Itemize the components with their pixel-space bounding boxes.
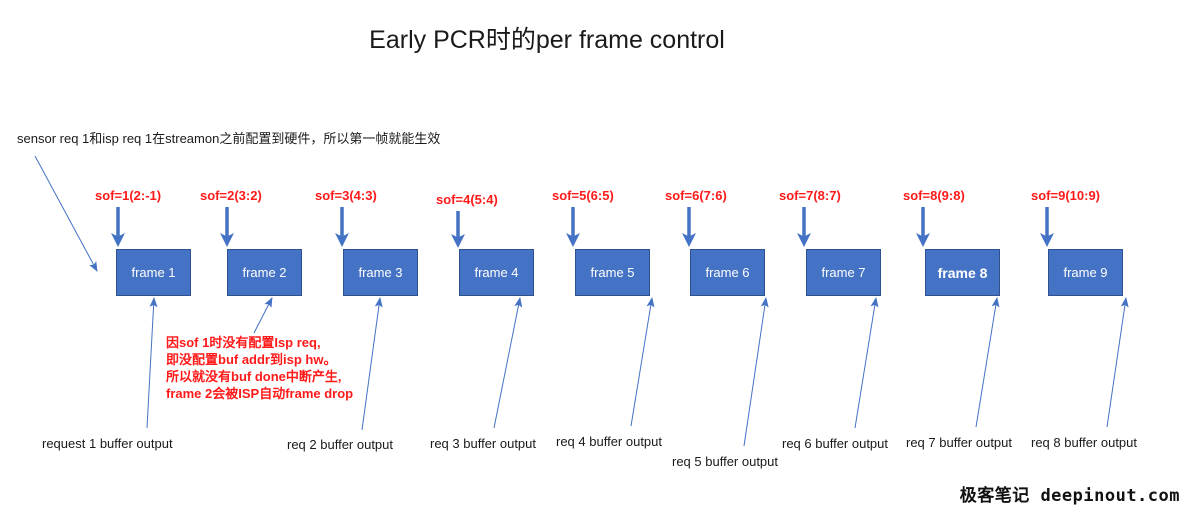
output-arrow [1106,297,1129,428]
sof-label: sof=9(10:9) [1031,188,1100,203]
frame-box: frame 7 [806,249,881,296]
watermark: 极客笔记 deepinout.com [959,486,1180,506]
sof-label: sof=1(2:-1) [95,188,162,203]
sof-label: sof=2(3:2) [200,188,262,203]
output-arrow [630,297,655,427]
callout-arrow [253,297,273,334]
frame-box: frame 9 [1048,249,1123,296]
callout-line: 所以就没有buf done中断产生, [166,369,342,384]
output-arrow [146,297,158,429]
sof-label: sof=5(6:5) [552,188,614,203]
frame-box: frame 2 [227,249,302,296]
callout-line: 即没配置buf addr到isp hw。 [166,352,337,367]
frame-box: frame 5 [575,249,650,296]
output-arrow [743,297,769,447]
sof-label: sof=6(7:6) [665,188,727,203]
sof-label: sof=7(8:7) [779,188,841,203]
output-label: req 8 buffer output [1031,435,1138,450]
output-arrow [361,297,383,431]
output-arrow [854,297,879,429]
callout-line: 因sof 1时没有配置Isp req, [166,335,321,350]
frame-box: frame 4 [459,249,534,296]
output-arrow [975,297,1000,428]
callout-text: 因sof 1时没有配置Isp req, 即没配置buf addr到isp hw。… [166,334,353,402]
frame-box: frame 3 [343,249,418,296]
frame-box: frame 6 [690,249,765,296]
frame-box: frame 1 [116,249,191,296]
callout-line: frame 2会被ISP自动frame drop [166,386,354,401]
output-label: req 7 buffer output [906,435,1013,450]
output-arrow [493,297,523,429]
diagram-title: Early PCR时的per frame control [369,26,725,54]
output-label: req 2 buffer output [287,437,394,452]
output-label: request 1 buffer output [42,436,173,451]
note-arrow [34,155,98,272]
output-label: req 5 buffer output [672,454,779,469]
sof-label: sof=3(4:3) [315,188,377,203]
output-label: req 4 buffer output [556,434,663,449]
output-label: req 3 buffer output [430,436,537,451]
output-label: req 6 buffer output [782,436,889,451]
sof-label: sof=8(9:8) [903,188,965,203]
sof-label: sof=4(5:4) [436,192,498,207]
note-text: sensor req 1和isp req 1在streamon之前配置到硬件，所… [17,131,441,146]
frame-box: frame 8 [925,249,1000,296]
